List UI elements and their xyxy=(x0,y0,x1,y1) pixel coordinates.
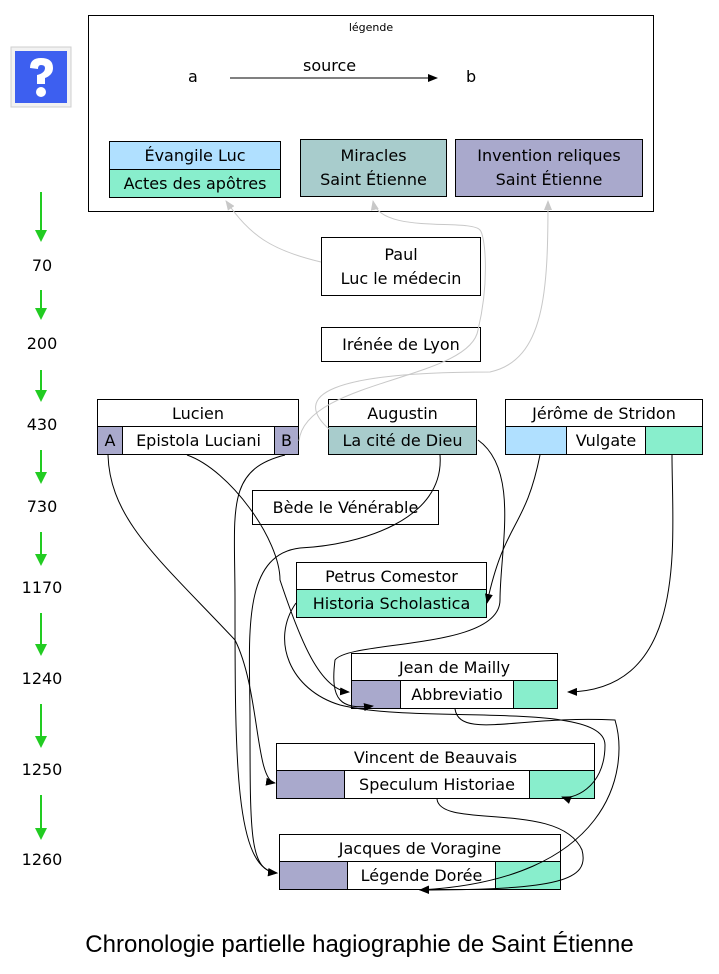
legend-node-a: a xyxy=(188,67,198,86)
node-jacques: Jacques de Voragine Légende Dorée xyxy=(279,834,561,890)
node-paul: Paul Luc le médecin xyxy=(321,237,481,296)
node-lucien-b: B xyxy=(274,427,298,454)
legend-evangile-luc: Évangile Luc Actes des apôtres xyxy=(109,141,281,198)
node-jerome-green xyxy=(645,427,702,454)
node-irenee: Irénée de Lyon xyxy=(321,327,481,362)
node-lucien-work: Epistola Luciani xyxy=(122,427,274,454)
legend-luc-bottom: Actes des apôtres xyxy=(110,170,280,197)
timeline-arrow xyxy=(35,795,47,840)
node-vincent-work: Speculum Historiae xyxy=(344,771,529,798)
legend-title: légende xyxy=(348,21,394,34)
legend-node-b: b xyxy=(466,67,477,86)
node-jacques-lavender xyxy=(280,862,347,889)
node-jacques-name: Jacques de Voragine xyxy=(280,835,560,862)
date-label: 730 xyxy=(26,497,58,516)
node-petrus-name: Petrus Comestor xyxy=(297,563,486,590)
node-jerome: Jérôme de Stridon Vulgate xyxy=(505,399,703,455)
help-icon[interactable] xyxy=(10,46,72,108)
node-jean-work: Abbreviatio xyxy=(400,681,513,708)
node-bede-label: Bède le Vénérable xyxy=(272,498,419,517)
timeline-arrow xyxy=(35,370,47,402)
legend-invention-line2: Saint Étienne xyxy=(495,170,603,189)
legend-edge-label: source xyxy=(303,56,357,75)
legend-invention-line1: Invention reliques xyxy=(477,146,621,165)
date-label: 200 xyxy=(26,334,58,353)
legend-miracles-line1: Miracles xyxy=(340,146,407,165)
date-label: 1260 xyxy=(21,850,63,869)
edge-jerome-to-jean xyxy=(567,454,674,696)
legend-miracles-text: Miracles Saint Étienne xyxy=(301,140,446,196)
node-jacques-green xyxy=(495,862,560,889)
edge-augustin-to-invention xyxy=(315,200,552,431)
date-label: 70 xyxy=(31,256,53,275)
timeline-arrow xyxy=(35,192,47,242)
node-jerome-name: Jérôme de Stridon xyxy=(506,400,702,427)
node-jerome-blue xyxy=(506,427,566,454)
timeline-arrow xyxy=(35,613,47,656)
node-lucien: Lucien A Epistola Luciani B xyxy=(97,399,299,455)
node-lucien-a: A xyxy=(98,427,122,454)
legend-miracles-line2: Saint Étienne xyxy=(320,170,427,189)
edge-jerome-to-petrus xyxy=(485,454,541,604)
legend-luc-top: Évangile Luc xyxy=(110,142,280,170)
node-jean-name: Jean de Mailly xyxy=(352,654,557,681)
diagram-caption: Chronologie partielle hagiographie de Sa… xyxy=(85,931,634,958)
timeline-arrow xyxy=(35,290,47,320)
node-petrus-work: Historia Scholastica xyxy=(297,590,486,617)
node-augustin-work: La cité de Dieu xyxy=(329,427,476,454)
node-vincent-green xyxy=(529,771,594,798)
legend-miracles: Miracles Saint Étienne xyxy=(300,139,447,197)
node-paul-text: Paul Luc le médecin xyxy=(322,238,480,295)
node-petrus: Petrus Comestor Historia Scholastica xyxy=(296,562,487,618)
node-paul-line1: Paul xyxy=(384,244,418,264)
timeline-arrow xyxy=(35,450,47,484)
node-vincent-name: Vincent de Beauvais xyxy=(277,744,594,771)
node-paul-line2: Luc le médecin xyxy=(340,268,462,288)
node-vincent: Vincent de Beauvais Speculum Historiae xyxy=(276,743,595,799)
node-irenee-label: Irénée de Lyon xyxy=(342,335,460,354)
node-vincent-lavender xyxy=(277,771,344,798)
legend-invention: Invention reliques Saint Étienne xyxy=(455,139,643,197)
legend-invention-text: Invention reliques Saint Étienne xyxy=(456,140,642,196)
edge-lucien-to-vincent xyxy=(107,454,276,786)
node-augustin: Augustin La cité de Dieu xyxy=(328,399,477,455)
timeline-arrow xyxy=(35,704,47,748)
node-jerome-work: Vulgate xyxy=(566,427,645,454)
node-jean: Jean de Mailly Abbreviatio xyxy=(351,653,558,709)
date-label: 1240 xyxy=(21,669,63,688)
node-augustin-name: Augustin xyxy=(329,400,476,427)
date-label: 430 xyxy=(26,415,58,434)
node-jacques-work: Légende Dorée xyxy=(347,862,495,889)
timeline-arrows xyxy=(35,192,47,840)
node-bede: Bède le Vénérable xyxy=(252,490,439,525)
date-label: 1170 xyxy=(21,578,63,597)
node-lucien-name: Lucien xyxy=(98,400,298,427)
date-label: 1250 xyxy=(21,760,63,779)
node-jean-green xyxy=(513,681,557,708)
node-jean-lavender xyxy=(352,681,400,708)
timeline-arrow xyxy=(35,532,47,566)
